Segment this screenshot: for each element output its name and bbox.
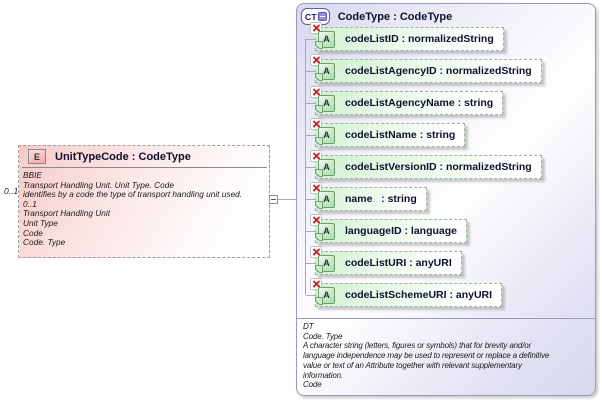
- type-title: CodeType : CodeType: [337, 10, 453, 23]
- attribute-row-codelistname[interactable]: A codeListName : string: [305, 118, 466, 147]
- attribute-icon: A: [315, 94, 335, 113]
- attribute-icon: A: [315, 286, 335, 305]
- footer-separator: [297, 318, 595, 319]
- attribute-label: codeListID : normalizedString: [345, 33, 494, 45]
- type-annotation: DT Code. Type A character string (letter…: [303, 322, 550, 390]
- attribute-row-codelistschemeuri[interactable]: A codeListSchemeURI : anyURI: [305, 278, 503, 307]
- attribute-icon: A: [315, 190, 335, 209]
- type-header: CT CodeType : CodeType: [301, 8, 452, 25]
- attribute-label: name : string: [345, 193, 417, 205]
- attribute-label: codeListSchemeURI : anyURI: [345, 289, 493, 301]
- element-box-unittypecode[interactable]: E UnitTypeCode : CodeType BBIE Transport…: [18, 145, 270, 258]
- header-separator: [22, 167, 267, 168]
- attribute-label: codeListURI : anyURI: [345, 257, 452, 269]
- attribute-label: languageID : language: [345, 225, 458, 237]
- attribute-icon: A: [315, 62, 335, 81]
- type-box-codetype[interactable]: CT CodeType : CodeType A codeListID : no…: [296, 3, 596, 396]
- element-icon: E: [28, 149, 46, 164]
- element-annotation: BBIE Transport Handling Unit. Unit Type.…: [23, 170, 243, 248]
- attribute-label: codeListAgencyName : string: [345, 97, 494, 109]
- attribute-icon: A: [315, 222, 335, 241]
- collapse-minus-icon[interactable]: [317, 12, 327, 21]
- complextype-badge[interactable]: CT: [301, 8, 330, 25]
- collapse-minus-icon[interactable]: [269, 195, 278, 204]
- attribute-label: codeListName : string: [345, 129, 456, 141]
- attribute-label: codeListVersionID : normalizedString: [345, 161, 532, 173]
- attribute-row-languageid[interactable]: A languageID : language: [305, 214, 468, 243]
- connector-line: [278, 199, 305, 200]
- attribute-row-codelisturi[interactable]: A codeListURI : anyURI: [306, 246, 462, 275]
- attribute-row-codelistid[interactable]: A codeListID : normalizedString: [306, 22, 504, 51]
- attribute-icon: A: [315, 30, 335, 49]
- attribute-row-codelistversionid[interactable]: A codeListVersionID : normalizedString: [306, 150, 542, 179]
- cardinality-label: 0..1: [4, 186, 19, 196]
- attribute-icon: A: [315, 254, 335, 273]
- complextype-icon: CT: [305, 11, 317, 22]
- attribute-row-name[interactable]: A name : string: [306, 182, 427, 211]
- attribute-row-codelistagencyname[interactable]: A codeListAgencyName : string: [305, 86, 504, 115]
- attribute-tree-line: [305, 39, 306, 295]
- attribute-row-codelistagencyid[interactable]: A codeListAgencyID : normalizedString: [306, 54, 542, 83]
- attribute-icon: A: [315, 158, 335, 177]
- attribute-icon: A: [315, 126, 335, 145]
- attribute-label: codeListAgencyID : normalizedString: [345, 65, 532, 77]
- element-title: UnitTypeCode : CodeType: [55, 150, 191, 163]
- element-header: E UnitTypeCode : CodeType: [28, 149, 191, 164]
